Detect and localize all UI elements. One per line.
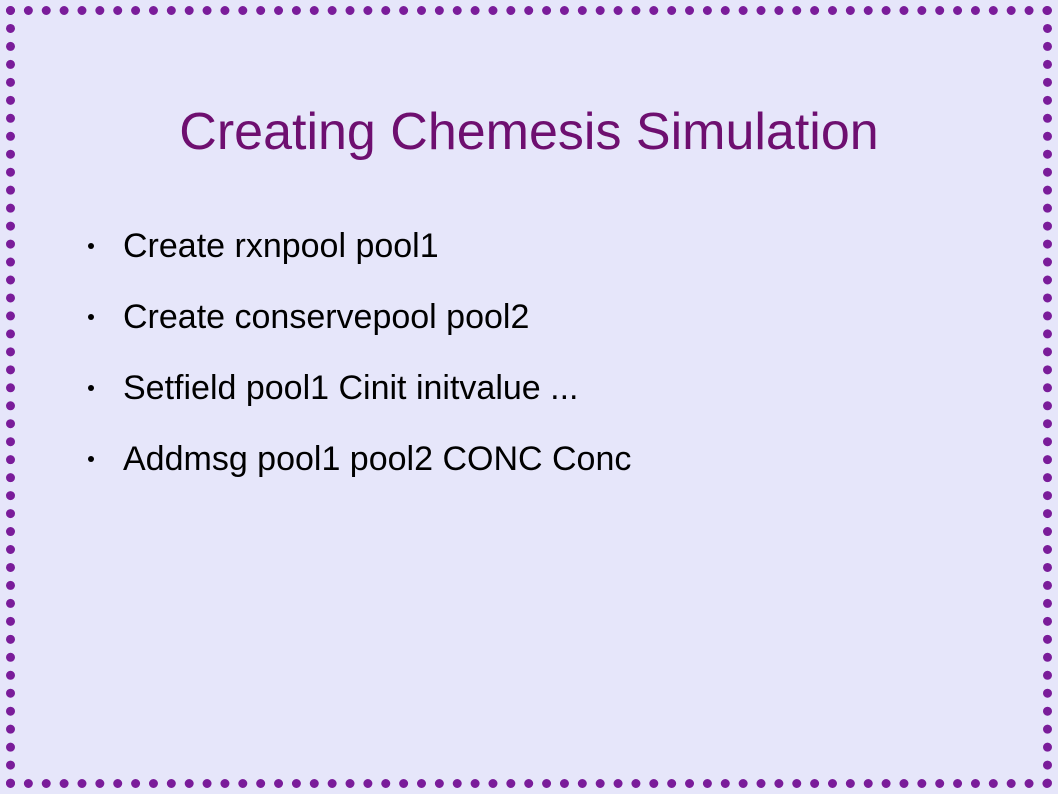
slide-title: Creating Chemesis Simulation [179,103,879,161]
bullet-text: Addmsg pool1 pool2 CONC Conc [123,440,632,478]
bullet-dot-icon [88,385,94,391]
bullet-text: Setfield pool1 Cinit initvalue ... [123,369,579,407]
bullet-dot-icon [88,243,94,249]
bullet-item: Setfield pool1 Cinit initvalue ... [88,360,988,431]
bullet-dot-icon [88,314,94,320]
bullet-dot-icon [88,456,94,462]
bullet-text: Create conservepool pool2 [123,298,530,336]
dotted-border-frame [6,6,1052,788]
bullet-item: Addmsg pool1 pool2 CONC Conc [88,431,988,502]
bullet-item: Create conservepool pool2 [88,289,988,360]
bullet-list: Create rxnpool pool1 Create conservepool… [88,218,988,502]
bullet-item: Create rxnpool pool1 [88,218,988,289]
bullet-text: Create rxnpool pool1 [123,227,439,265]
